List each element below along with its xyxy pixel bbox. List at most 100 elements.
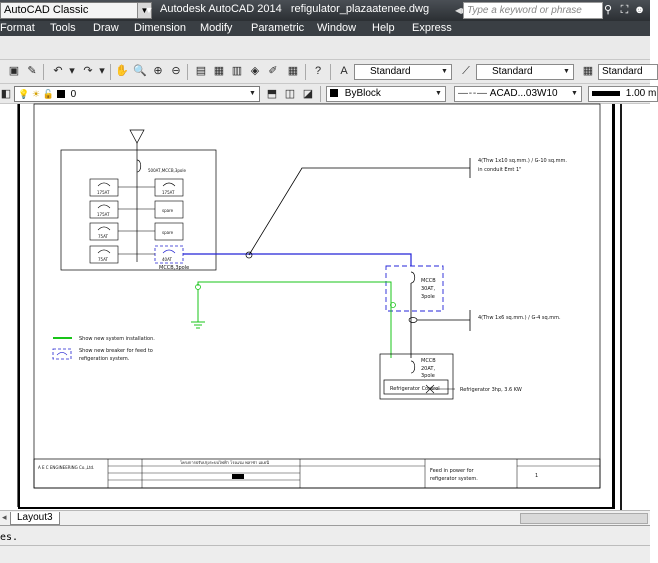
menu-format[interactable]: Format [0, 22, 35, 34]
paper-edge-left [18, 104, 20, 509]
layer-previous-icon[interactable]: ◫ [284, 88, 296, 100]
menu-parametric[interactable]: Parametric [251, 22, 305, 34]
breaker-box [89, 200, 119, 219]
infocenter-icon[interactable]: ⛶ [620, 4, 629, 16]
tab-scroll-left-icon[interactable]: ◂ [2, 512, 7, 522]
toolbar-divider [330, 64, 331, 80]
main-breaker-symbol [136, 159, 142, 173]
layer-dropdown[interactable]: 💡 ☀ 🔓 0 ▼ [14, 86, 260, 102]
search-input[interactable]: Type a keyword or phrase [463, 2, 603, 19]
blue-feeder-line [183, 253, 412, 266]
electrical-drawing[interactable]: 500AT,MCCB,3pole 175AT 175AT 75AT 75AT 1… [0, 103, 650, 510]
spare-box [154, 200, 184, 219]
linetype-value: ACAD...03W10 [489, 88, 558, 99]
workspace-dropdown[interactable]: AutoCAD Classic ▼ [0, 2, 152, 19]
conduit-marker [245, 251, 253, 259]
lineweight-dropdown[interactable]: 1.00 m [588, 86, 658, 102]
menu-tools[interactable]: Tools [50, 22, 76, 34]
breaker-arc [97, 182, 111, 187]
breaker-label: 175AT [97, 190, 110, 195]
calculator-icon[interactable]: ▦ [287, 65, 299, 77]
mccb-30-line: MCCB [421, 278, 436, 284]
tab-layout3[interactable]: Layout3 [10, 512, 60, 525]
linetype-dropdown[interactable]: — - - — ACAD...03W10 ▼ [454, 86, 582, 102]
zoom-previous-icon[interactable]: ⊖ [171, 65, 181, 77]
layer-color-swatch [56, 90, 65, 99]
toolbar-divider [187, 64, 188, 80]
plot-icon[interactable]: ▣ [8, 65, 20, 77]
design-center-icon[interactable]: ▦ [213, 65, 225, 77]
breaker-label: 175AT [97, 212, 110, 217]
layer-states-icon[interactable]: ◪ [302, 88, 314, 100]
command-line[interactable]: es. [0, 525, 650, 563]
project-line: โครงการปรับปรุงระบบไฟฟ้า โรงแรม พลาซ่า เ… [180, 460, 269, 466]
color-swatch [330, 89, 338, 98]
help-icon[interactable]: ? [314, 65, 322, 77]
redo-icon[interactable]: ↷ [83, 65, 93, 77]
sheet-number: 1 [535, 473, 538, 479]
menu-bar: Format Tools Draw Dimension Modify Param… [0, 21, 650, 36]
equipment-note: Refrigerator 3hp, 3.6 KW [460, 387, 522, 393]
quick-access-dropdown-icon[interactable]: ▼ [144, 5, 154, 15]
undo-dropdown-icon[interactable]: ▾ [69, 65, 75, 77]
toolbar-backdrop [0, 36, 650, 60]
undo-icon[interactable]: ↶ [53, 65, 63, 77]
dim-style-icon[interactable]: ⟋ [462, 65, 470, 77]
layout-tab-strip: ◂ Layout3 [0, 510, 650, 525]
user-icon[interactable]: ☻ [633, 4, 646, 16]
service-entrance-symbol [129, 129, 145, 144]
menu-help[interactable]: Help [372, 22, 395, 34]
search-expand-icon[interactable]: ◀▶ [455, 6, 468, 15]
legend-blue-text-2: refigeration system. [79, 356, 130, 362]
tool-palettes-icon[interactable]: ▥ [231, 65, 243, 77]
binoculars-icon[interactable]: ⚲ [604, 4, 613, 16]
color-value: ByBlock [344, 88, 381, 99]
sheet-set-icon[interactable]: ◈ [250, 65, 260, 77]
menu-window[interactable]: Window [317, 22, 357, 34]
markup-icon[interactable]: ✐ [268, 65, 278, 77]
menu-dimension[interactable]: Dimension [134, 22, 186, 34]
chevron-down-icon: ▼ [441, 68, 448, 75]
command-divider [0, 545, 650, 546]
standard-toolbar: ▣ ✎ ↶ ▾ ↷ ▾ ✋ 🔍 ⊕ ⊖ ▤ ▦ ▥ ◈ ✐ ▦ ? A Stan… [0, 60, 658, 84]
layer-manager-icon[interactable]: ◧ [0, 88, 12, 100]
redo-dropdown-icon[interactable]: ▾ [99, 65, 105, 77]
make-current-icon[interactable]: ⬒ [266, 88, 278, 100]
breaker-arc [97, 204, 111, 209]
horizontal-scrollbar[interactable] [520, 513, 648, 524]
menu-draw[interactable]: Draw [93, 22, 119, 34]
text-style-dropdown[interactable]: Standard ▼ [354, 64, 452, 80]
color-dropdown[interactable]: ByBlock ▼ [326, 86, 446, 102]
mccb-20-symbol [410, 360, 416, 374]
drawing-canvas[interactable] [0, 104, 650, 510]
chevron-down-icon: ▼ [563, 68, 570, 75]
new-breaker-desc: MCCB,3pole [159, 265, 189, 271]
company-name: A E C ENGINEERING Co.,Ltd. [38, 465, 94, 470]
breaker-label: 175AT [162, 190, 175, 195]
dim-style-dropdown[interactable]: Standard ▼ [476, 64, 574, 80]
menu-modify[interactable]: Modify [200, 22, 233, 34]
breaker-label: 75AT [98, 234, 109, 239]
pan-icon[interactable]: ✋ [115, 65, 129, 77]
matchprop-icon[interactable]: ✎ [27, 65, 37, 77]
table-style-value: Standard [602, 66, 643, 77]
menu-express[interactable]: Express [412, 22, 452, 34]
chevron-down-icon: ▼ [249, 90, 256, 97]
zoom-realtime-icon[interactable]: 🔍 [133, 65, 147, 77]
mccb-20-line: MCCB [421, 358, 436, 364]
zoom-window-icon[interactable]: ⊕ [153, 65, 163, 77]
mccb-20-box [379, 353, 454, 400]
properties-icon[interactable]: ▤ [195, 65, 207, 77]
text-style-icon[interactable]: A [340, 65, 348, 77]
refrigerator-control-label: Refrigerator Control [390, 386, 440, 392]
breaker-box [89, 245, 119, 264]
lightbulb-icon: 💡 [18, 89, 30, 99]
drawing-title: Feed in power for [430, 468, 475, 474]
table-style-dropdown[interactable]: Standard [598, 64, 658, 80]
green-node [390, 302, 396, 308]
refrigerator-control-box [383, 379, 449, 395]
conduit-marker [408, 317, 418, 323]
table-style-icon[interactable]: ▦ [582, 65, 594, 77]
workspace-label: AutoCAD Classic [4, 4, 89, 16]
text-style-value: Standard [370, 66, 411, 77]
